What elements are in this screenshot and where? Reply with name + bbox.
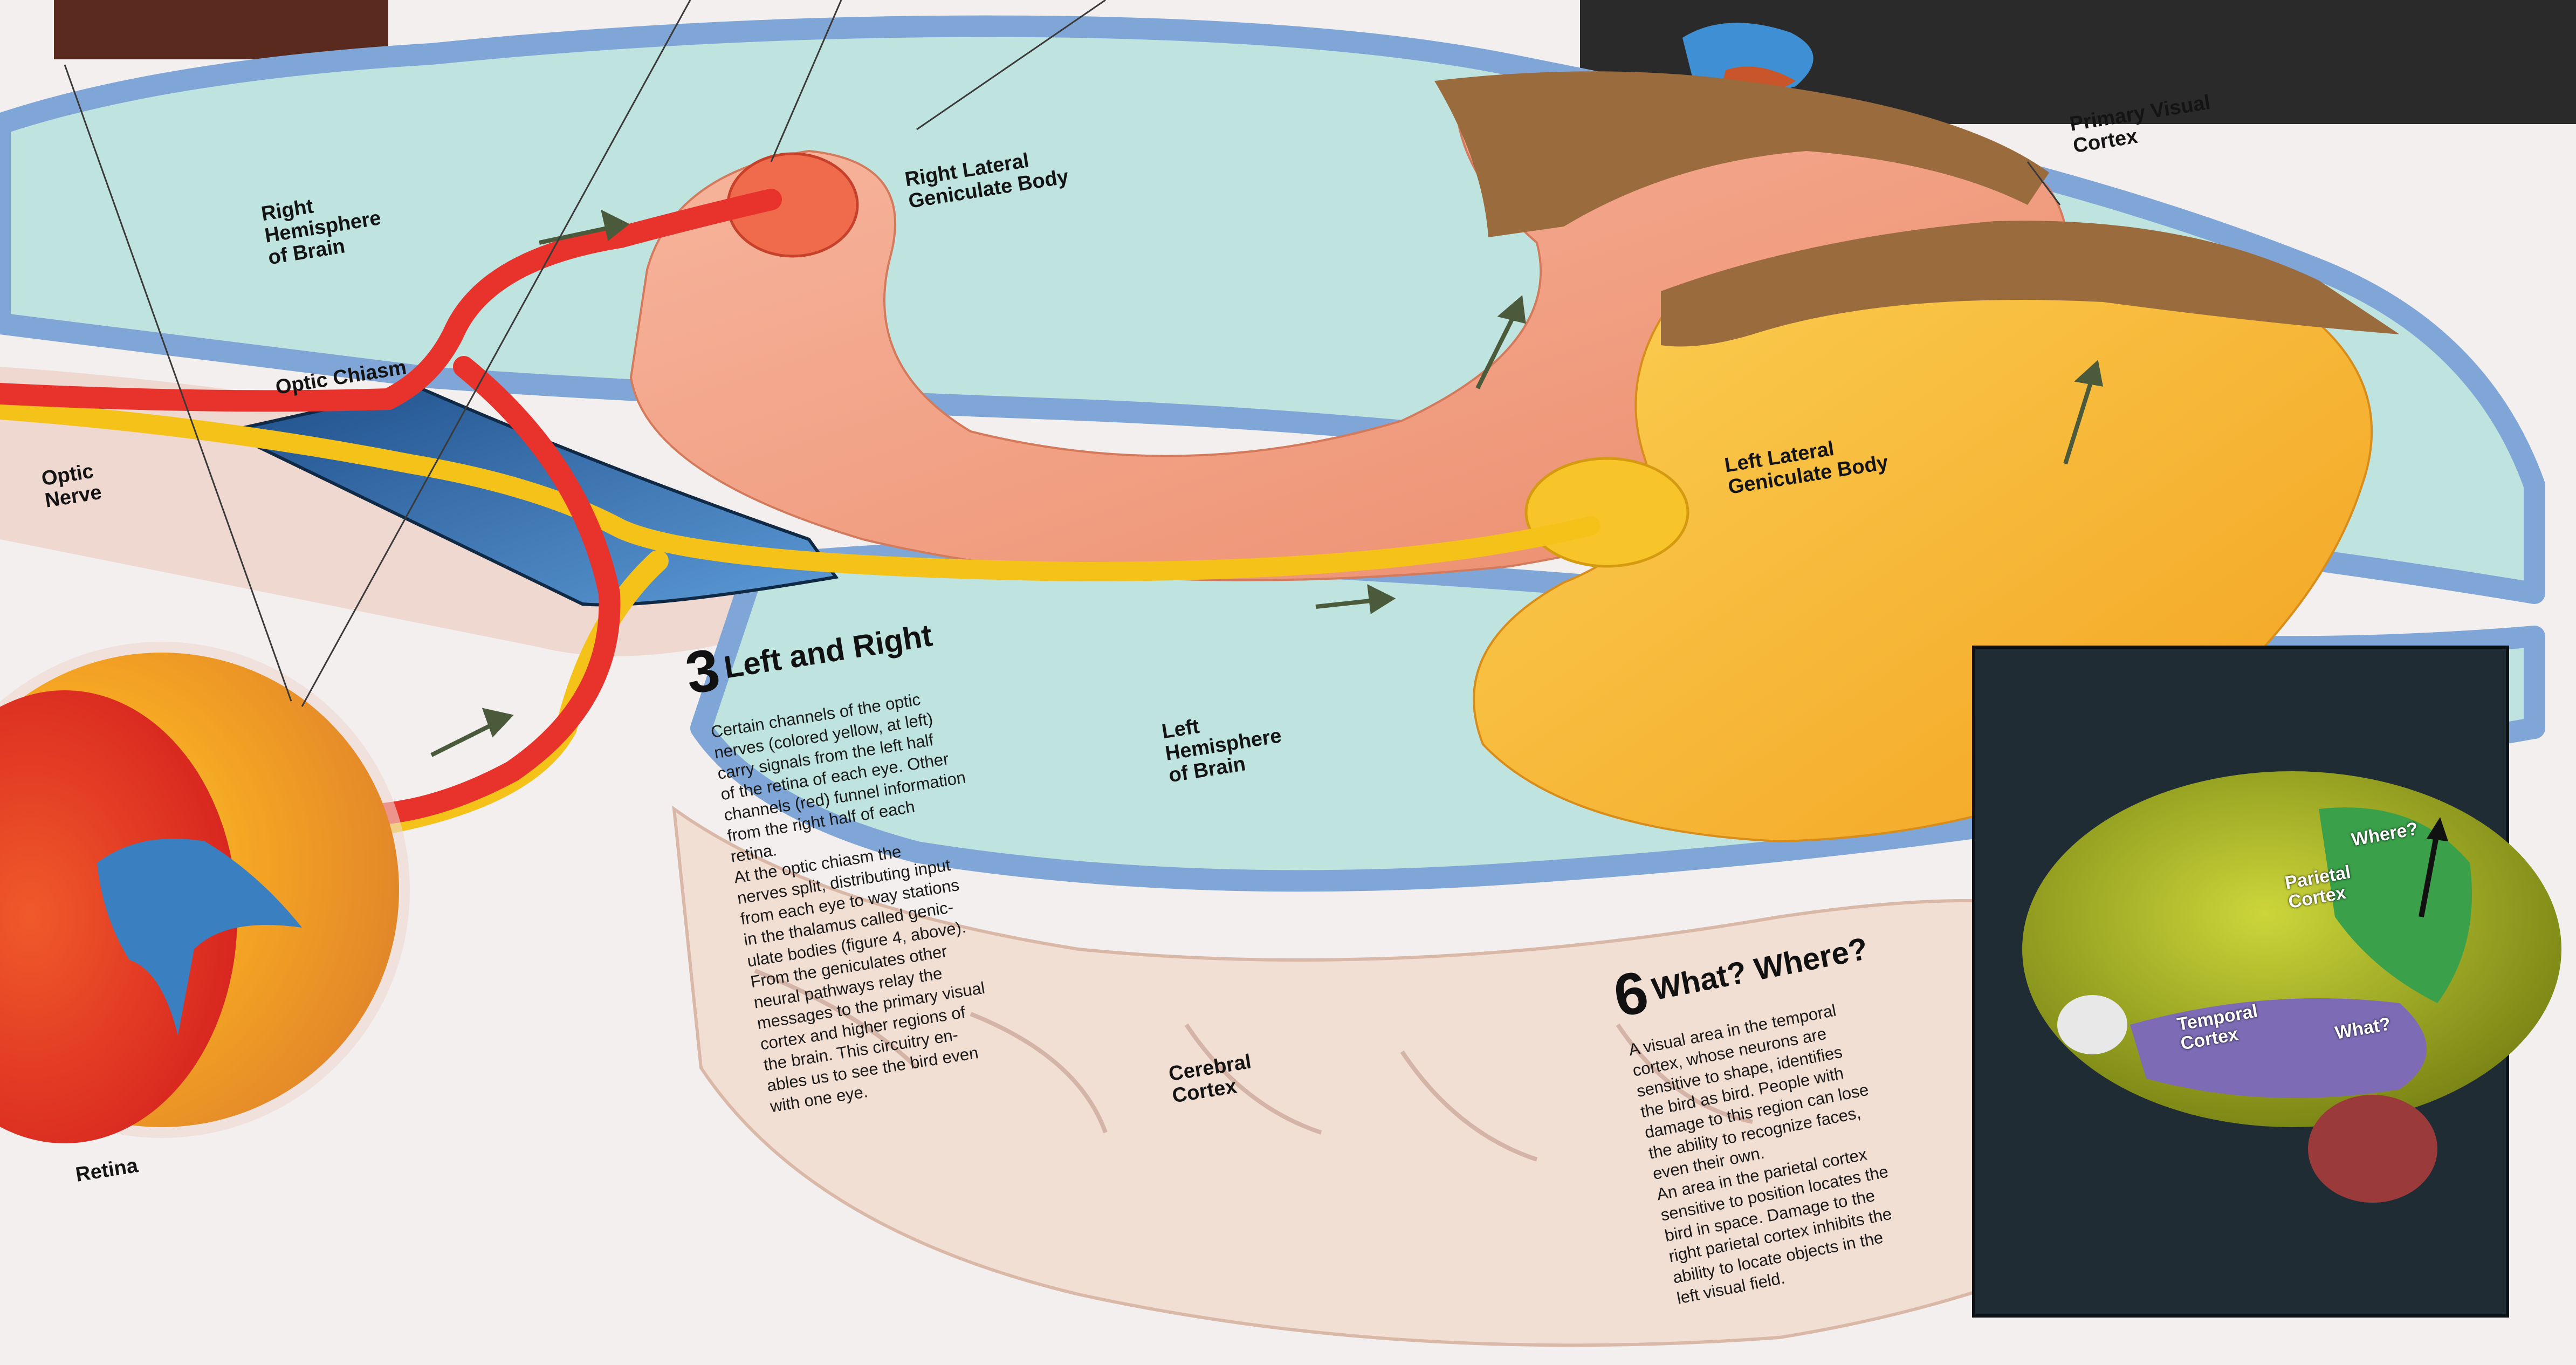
- section-3-text: Certain channels of the optic nerves (co…: [709, 675, 1070, 1117]
- left-lateral-geniculate-body: [1526, 458, 1688, 566]
- section-6-text: A visual area in the temporal cortex, wh…: [1627, 982, 1976, 1308]
- inset-cerebellum: [2308, 1095, 2437, 1203]
- inset-eye: [2057, 995, 2127, 1054]
- label-optic-nerve: Optic Nerve: [40, 459, 103, 512]
